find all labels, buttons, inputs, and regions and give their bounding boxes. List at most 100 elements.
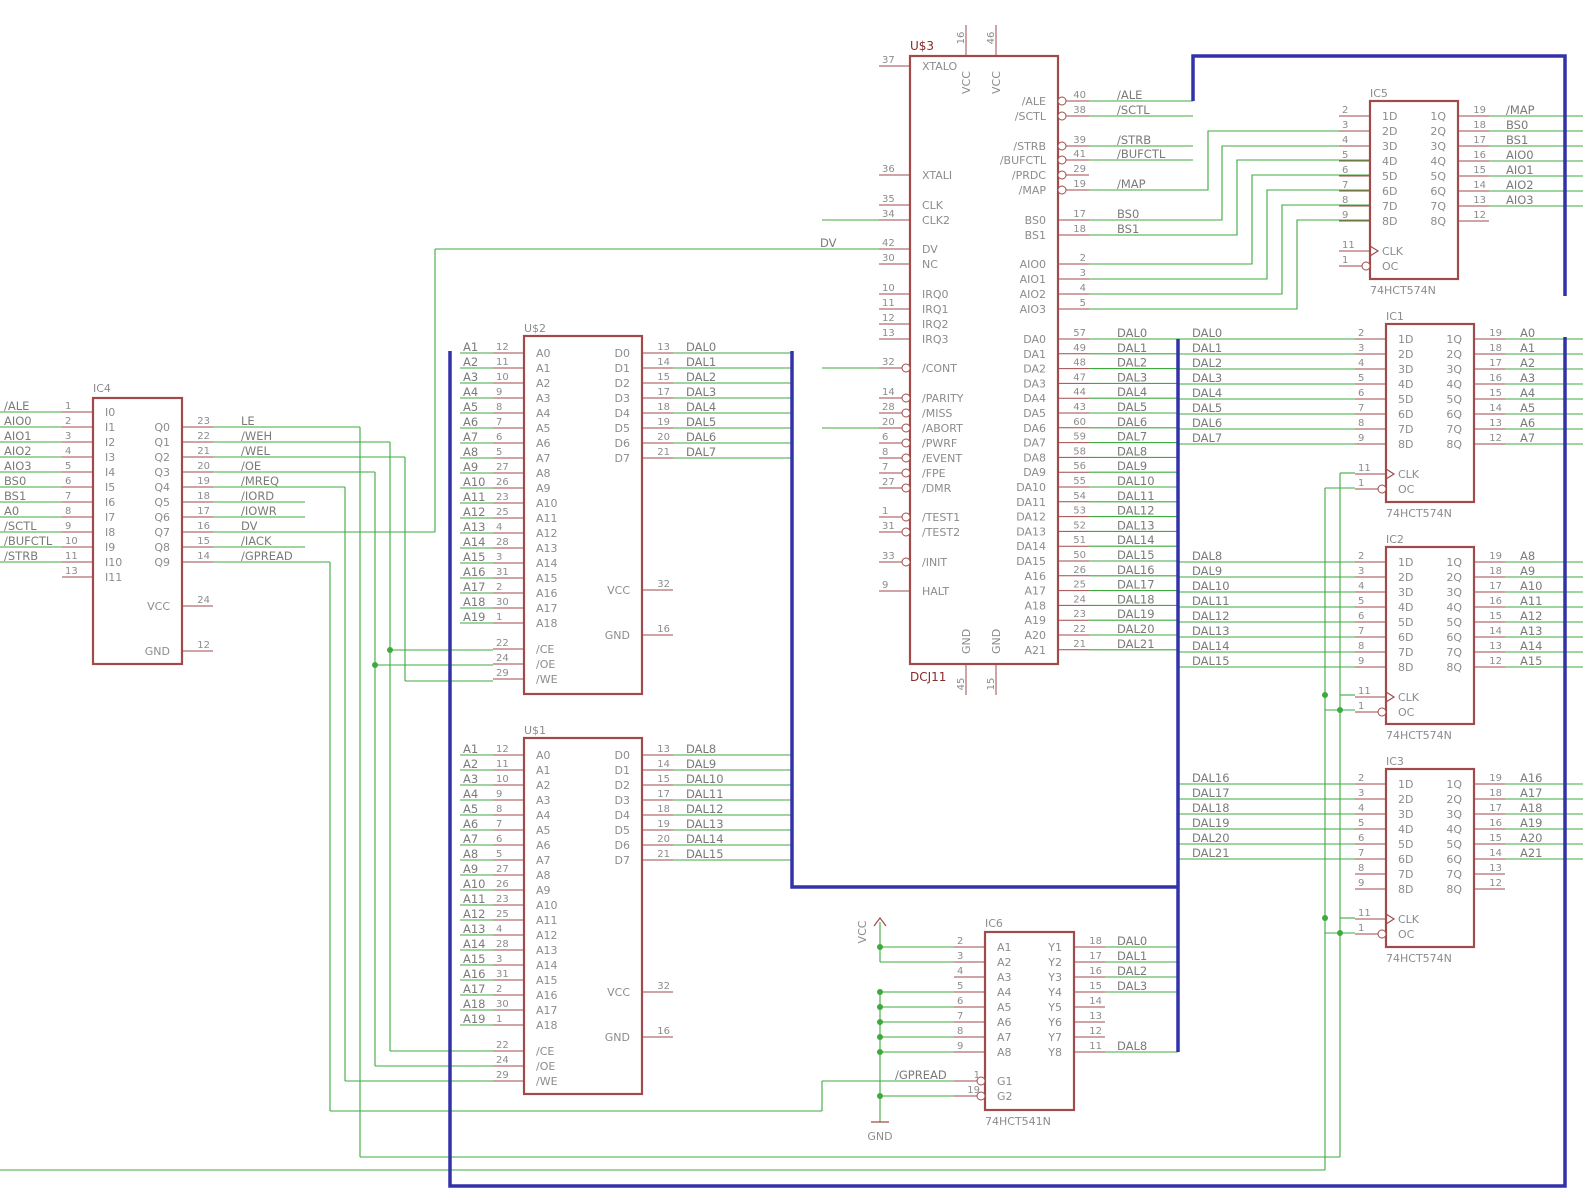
u3-dal-20-num: 22	[1073, 624, 1086, 635]
ic4-in-2-num: 3	[65, 431, 71, 442]
ic4-in-8-label: I8	[105, 526, 115, 539]
ic2-in-net-7: DAL15	[1192, 654, 1230, 668]
ic3-in-net-1: DAL17	[1192, 786, 1230, 800]
ic5-in-2-label: 3D	[1382, 140, 1397, 153]
ic6-in-5-label: A6	[997, 1016, 1012, 1029]
ic1-in-0-label: 1D	[1398, 333, 1413, 346]
ic4-out-net-1: /WEH	[241, 429, 272, 443]
ic2-out-4-label: 5Q	[1446, 616, 1462, 629]
u3-left-10-label: /CONT	[922, 362, 957, 375]
ic4-gnd-label: GND	[145, 645, 170, 658]
u3-name: U$3	[910, 39, 934, 53]
u1-data-2-num: 15	[657, 774, 670, 785]
ic2-out-6-label: 7Q	[1446, 646, 1462, 659]
ic3-in-5-label: 6D	[1398, 853, 1413, 866]
gnd-symbol-label: GND	[867, 1130, 892, 1143]
u1-addr-18-num: 1	[496, 1014, 502, 1025]
ic6-out-5-label: Y6	[1047, 1016, 1062, 1029]
ic1-oc-bubble	[1377, 484, 1387, 494]
ic3-out-4-label: 5Q	[1446, 838, 1462, 851]
ic6-in-3-num: 5	[957, 981, 963, 992]
u3-dal-14-label: DA14	[1016, 540, 1046, 553]
u3-dal-net-21: DAL21	[1117, 637, 1155, 651]
u1-addr-net-13: A14	[463, 937, 486, 951]
ic6-g1-net: /GPREAD	[895, 1068, 947, 1082]
ic2-in-4-label: 5D	[1398, 616, 1413, 629]
u2-ctrl-0-num: 22	[496, 638, 509, 649]
u3-dal-18-num: 24	[1073, 594, 1086, 605]
u1-data-5-label: D5	[615, 824, 630, 837]
u1-body	[522, 736, 644, 1096]
u3-rctrl-net-0: /ALE	[1117, 88, 1142, 102]
ic4-in-net-9: /BUFCTL	[4, 534, 53, 548]
u3-dal-net-15: DAL15	[1117, 548, 1155, 562]
ic2-in-net-1: DAL9	[1192, 564, 1222, 578]
u2-data-net-4: DAL4	[686, 400, 716, 414]
u1-ctrl-2-label: /WE	[536, 1075, 558, 1088]
u3-left-5-label: NC	[922, 258, 938, 271]
ic1-out-2-label: 3Q	[1446, 363, 1462, 376]
ic2-out-net-6: A14	[1520, 639, 1543, 653]
ic4-out-net-0: LE	[241, 414, 255, 428]
u2-data-3-num: 17	[657, 387, 670, 398]
u3-left-20-num: 33	[882, 551, 895, 562]
ic4-in-7-num: 8	[65, 506, 71, 517]
u2-addr-0-num: 12	[496, 342, 509, 353]
u2-addr-11-num: 25	[496, 507, 509, 518]
u3-rctrl-net-7: BS1	[1117, 222, 1139, 236]
ic5-in-2-num: 4	[1342, 135, 1348, 146]
u1-addr-11-num: 25	[496, 909, 509, 920]
u1-vcc-num: 32	[657, 981, 670, 992]
u3-left-0-label: XTALO	[922, 60, 957, 73]
ic3-in-3-num: 5	[1358, 818, 1364, 829]
ic1-in-0-num: 2	[1358, 328, 1364, 339]
ic5-out-net-5: AIO2	[1506, 178, 1534, 192]
u3-dal-12-num: 53	[1073, 506, 1086, 517]
ic1-out-5-num: 14	[1489, 403, 1502, 414]
u2-addr-9-label: A9	[536, 482, 551, 495]
u3-left-14-num: 6	[882, 432, 888, 443]
ic4-in-1-label: I1	[105, 421, 115, 434]
ic6-out-net-7: DAL8	[1117, 1039, 1147, 1053]
u2-data-net-5: DAL5	[686, 415, 716, 429]
ic1-clk-label: CLK	[1398, 468, 1420, 481]
ic1-out-4-label: 5Q	[1446, 393, 1462, 406]
junction-dot	[877, 989, 883, 995]
u1-addr-net-18: A19	[463, 1012, 486, 1026]
u2-addr-8-num: 27	[496, 462, 509, 473]
u2-data-3-label: D3	[615, 392, 630, 405]
ic6-in-4-num: 6	[957, 996, 963, 1007]
u1-data-3-num: 17	[657, 789, 670, 800]
u2-data-net-1: DAL1	[686, 355, 716, 369]
u1-addr-net-6: A7	[463, 832, 478, 846]
ic2-in-net-5: DAL13	[1192, 624, 1230, 638]
ic2-out-1-num: 18	[1489, 566, 1502, 577]
u3-rctrl-5-num: 19	[1073, 179, 1086, 190]
bus-dal-main	[790, 339, 1180, 1052]
u2-data-0-num: 13	[657, 342, 670, 353]
u3-dal-net-1: DAL1	[1117, 341, 1147, 355]
u3-left-4-num: 42	[882, 238, 895, 249]
u3-dal-net-14: DAL14	[1117, 533, 1155, 547]
ic2-out-4-num: 15	[1489, 611, 1502, 622]
ic2-in-1-num: 3	[1358, 566, 1364, 577]
u2-gnd-num: 16	[657, 624, 670, 635]
ic3-out-2-num: 17	[1489, 803, 1502, 814]
u1-data-1-num: 14	[657, 759, 670, 770]
u1-addr-net-2: A3	[463, 772, 478, 786]
ic4-in-5-label: I5	[105, 481, 115, 494]
ic3-in-4-label: 5D	[1398, 838, 1413, 851]
u1-data-7-label: D7	[615, 854, 630, 867]
ic4-out-net-7: DV	[241, 519, 258, 533]
ic2-clk-label: CLK	[1398, 691, 1420, 704]
ic6-out-4-label: Y5	[1047, 1001, 1062, 1014]
ic1-out-6-label: 7Q	[1446, 423, 1462, 436]
u2-addr-14-label: A14	[536, 557, 558, 570]
u2-data-net-7: DAL7	[686, 445, 716, 459]
u3-rctrl-7-num: 18	[1073, 224, 1086, 235]
ic2-out-0-num: 19	[1489, 551, 1502, 562]
ic4-in-net-8: /SCTL	[4, 519, 37, 533]
ic1-oc-num: 1	[1358, 478, 1364, 489]
u3-left-1-label: XTALI	[922, 169, 952, 182]
u2-data-6-label: D6	[615, 437, 630, 450]
